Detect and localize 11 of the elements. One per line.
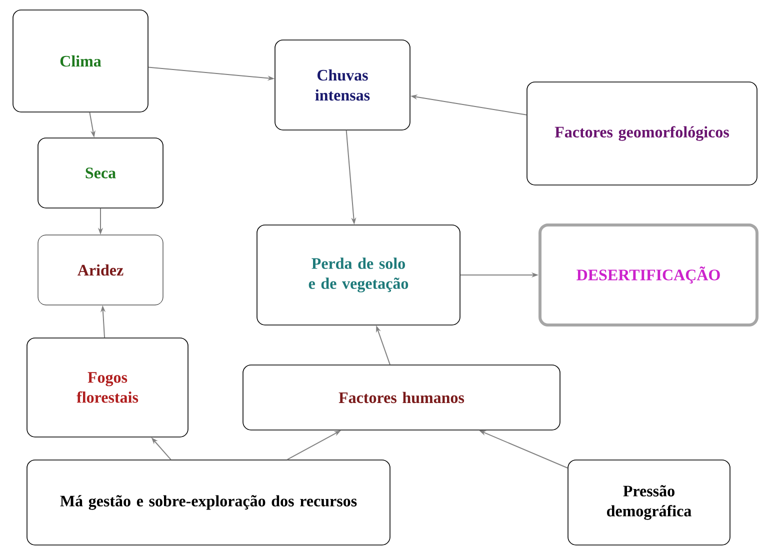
concept-box: Perda de solo e de vegetação (256, 224, 460, 326)
concept-box: Chuvas intensas (274, 40, 410, 130)
concept-box: Seca (38, 138, 164, 208)
result-box: DESERTIFICAÇÃO (538, 224, 758, 326)
concept-box: Má gestão e sobre-exploração dos recursos (26, 460, 390, 546)
concept-box: Factores humanos (242, 364, 560, 430)
concept-box: Aridez (38, 234, 164, 306)
concept-box: Pressão demográfica (568, 460, 730, 546)
concept-box: Factores geomorfológicos (526, 82, 758, 186)
concept-box: Clima (12, 10, 148, 112)
concept-box: Fogos florestais (26, 338, 188, 438)
